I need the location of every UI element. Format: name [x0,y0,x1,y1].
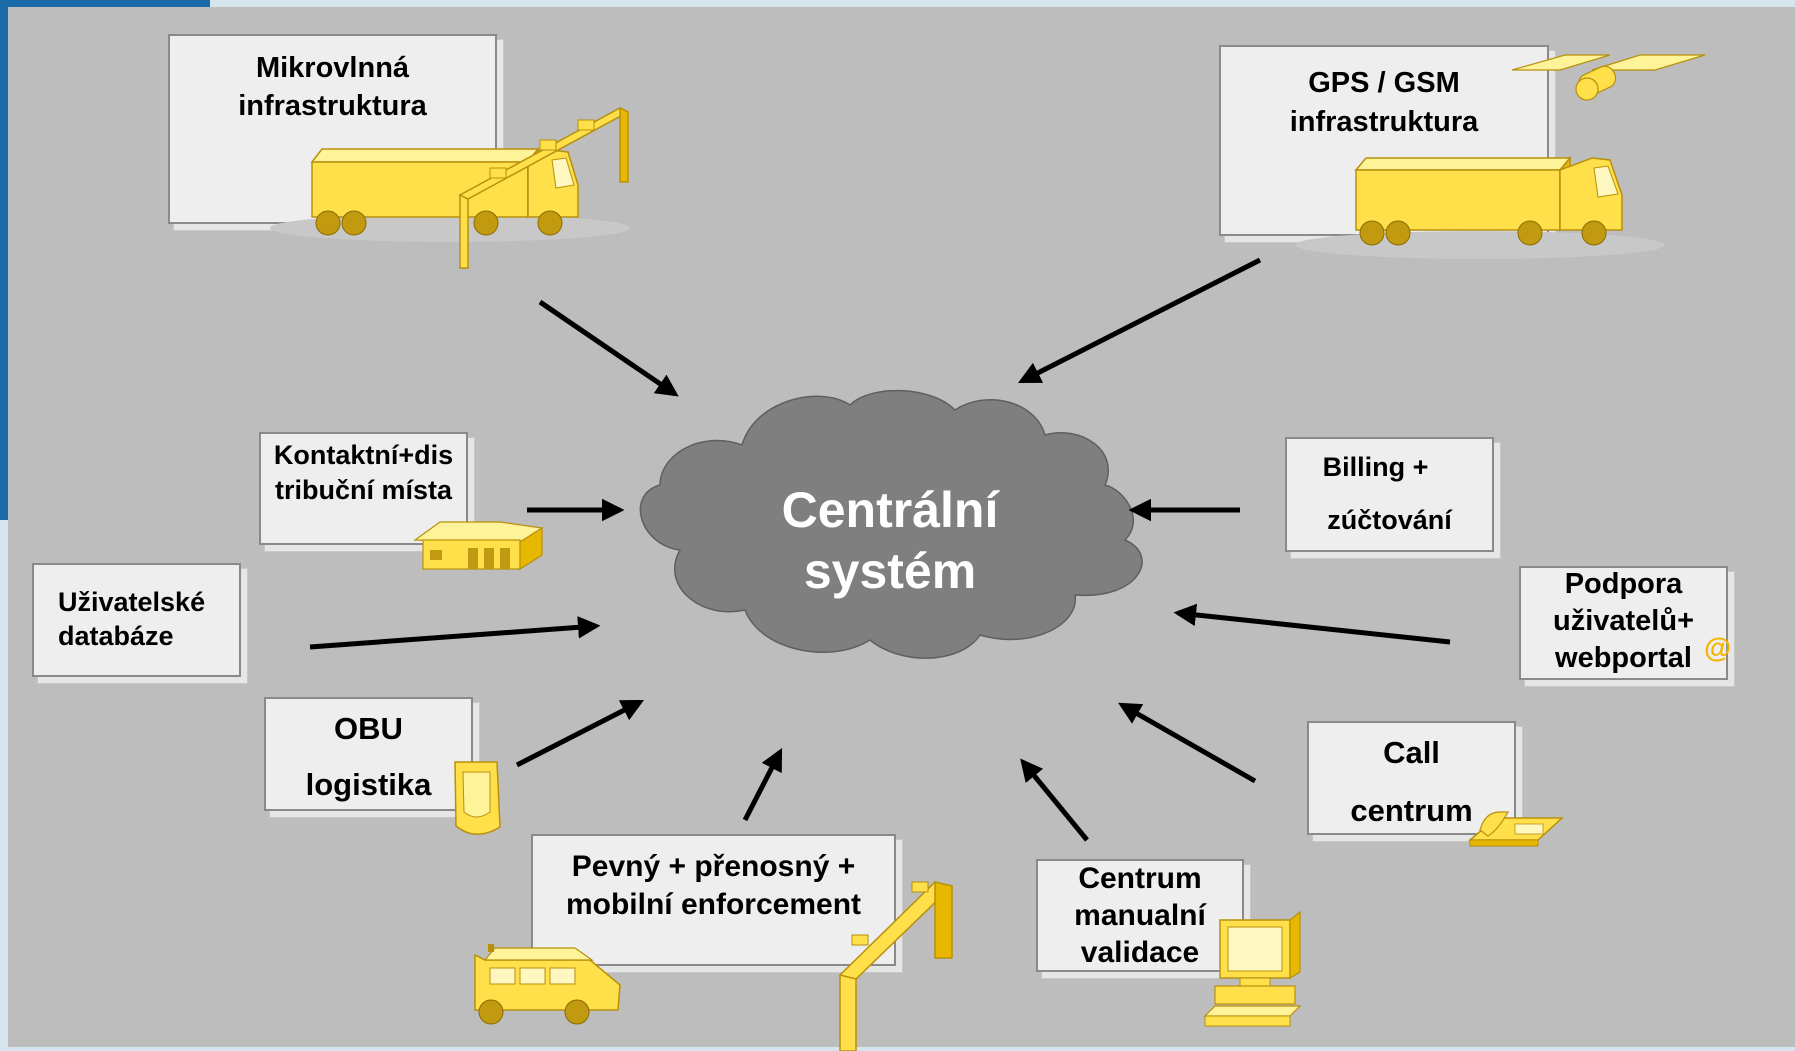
satellite-icon [1511,54,1706,101]
support-line3: webportal [1555,642,1692,674]
computer-icon [1203,910,1302,1027]
userdb-line2: databáze [58,621,174,651]
billing-line2: zúčtování [1327,505,1452,535]
gps-line1: GPS / GSM [1308,67,1460,99]
support-line2: uživatelů+ [1552,605,1695,637]
obu-device-icon [454,761,501,835]
arrow-callcenter [1118,702,1257,784]
central-system-label: Centrální systém [720,480,1060,602]
central-label-line2: systém [803,543,977,599]
callcenter-line2: centrum [1350,793,1473,828]
validation-line3: validace [1080,936,1200,969]
gantry-icon [458,106,630,269]
at-icon: @ [1704,632,1732,663]
contact-line1: Kontaktní+dis [273,440,454,470]
telephone-icon [1467,811,1564,847]
node-enforcement: Pevný + přenosný + mobilní enforcement [531,834,896,966]
billing-line1: Billing + [1322,452,1429,482]
enforcement-line1: Pevný + přenosný + [571,850,856,883]
truck-icon [270,146,630,242]
support-line1: Podpora [1564,568,1683,600]
arrow-validation [1020,758,1089,842]
microwave-line1: Mikrovlnná [255,52,410,84]
obu-line2: logistika [305,767,432,802]
node-billing: Billing + zúčtování [1285,437,1494,552]
arrow-obu [515,699,645,768]
node-obu-logistics: OBU logistika [264,697,473,811]
userdb-line1: Uživatelské [58,587,206,617]
node-user-support-webportal: Podpora uživatelů+ webportal [1519,566,1728,680]
node-manual-validation-center: Centrum manualní validace [1036,859,1244,972]
node-call-center: Call centrum [1307,721,1516,835]
obu-line1: OBU [334,711,403,746]
arrow-support [1173,603,1451,645]
node-contact-distribution-points: Kontaktní+dis tribuční místa [259,432,468,545]
enforcement-line2: mobilní enforcement [565,888,862,921]
node-user-databases: Uživatelské databáze [32,563,241,677]
central-label-line1: Centrální [781,482,999,538]
arrow-gps [1017,257,1262,384]
microwave-line2: infrastruktura [238,90,427,122]
van-icon [474,944,621,1025]
arrow-userdb [309,616,601,650]
background-accent-left [0,0,8,520]
gantry-icon-enforcement [838,881,954,1051]
building-icon [413,521,544,571]
validation-line1: Centrum [1078,862,1202,895]
truck-icon-gps [1295,155,1665,259]
callcenter-line1: Call [1383,735,1440,770]
validation-line2-row: manualní [1038,899,1242,933]
validation-line2: manualní [1074,899,1206,932]
arrow-microwave [538,299,679,397]
contact-line2: tribuční místa [274,475,453,505]
arrow-enforcement [742,747,783,822]
gps-line2: infrastruktura [1289,106,1479,138]
background-accent-top [0,0,210,7]
